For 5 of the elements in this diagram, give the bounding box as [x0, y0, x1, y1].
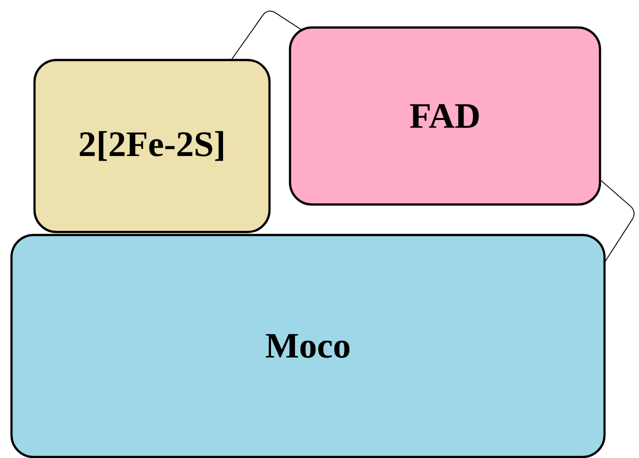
- connector-line: [600, 180, 635, 264]
- rounded-box: FAD: [288, 26, 602, 206]
- rounded-box: Moco: [10, 234, 606, 458]
- connector-line: [232, 10, 302, 60]
- rounded-box: 2[2Fe-2S]: [33, 58, 271, 234]
